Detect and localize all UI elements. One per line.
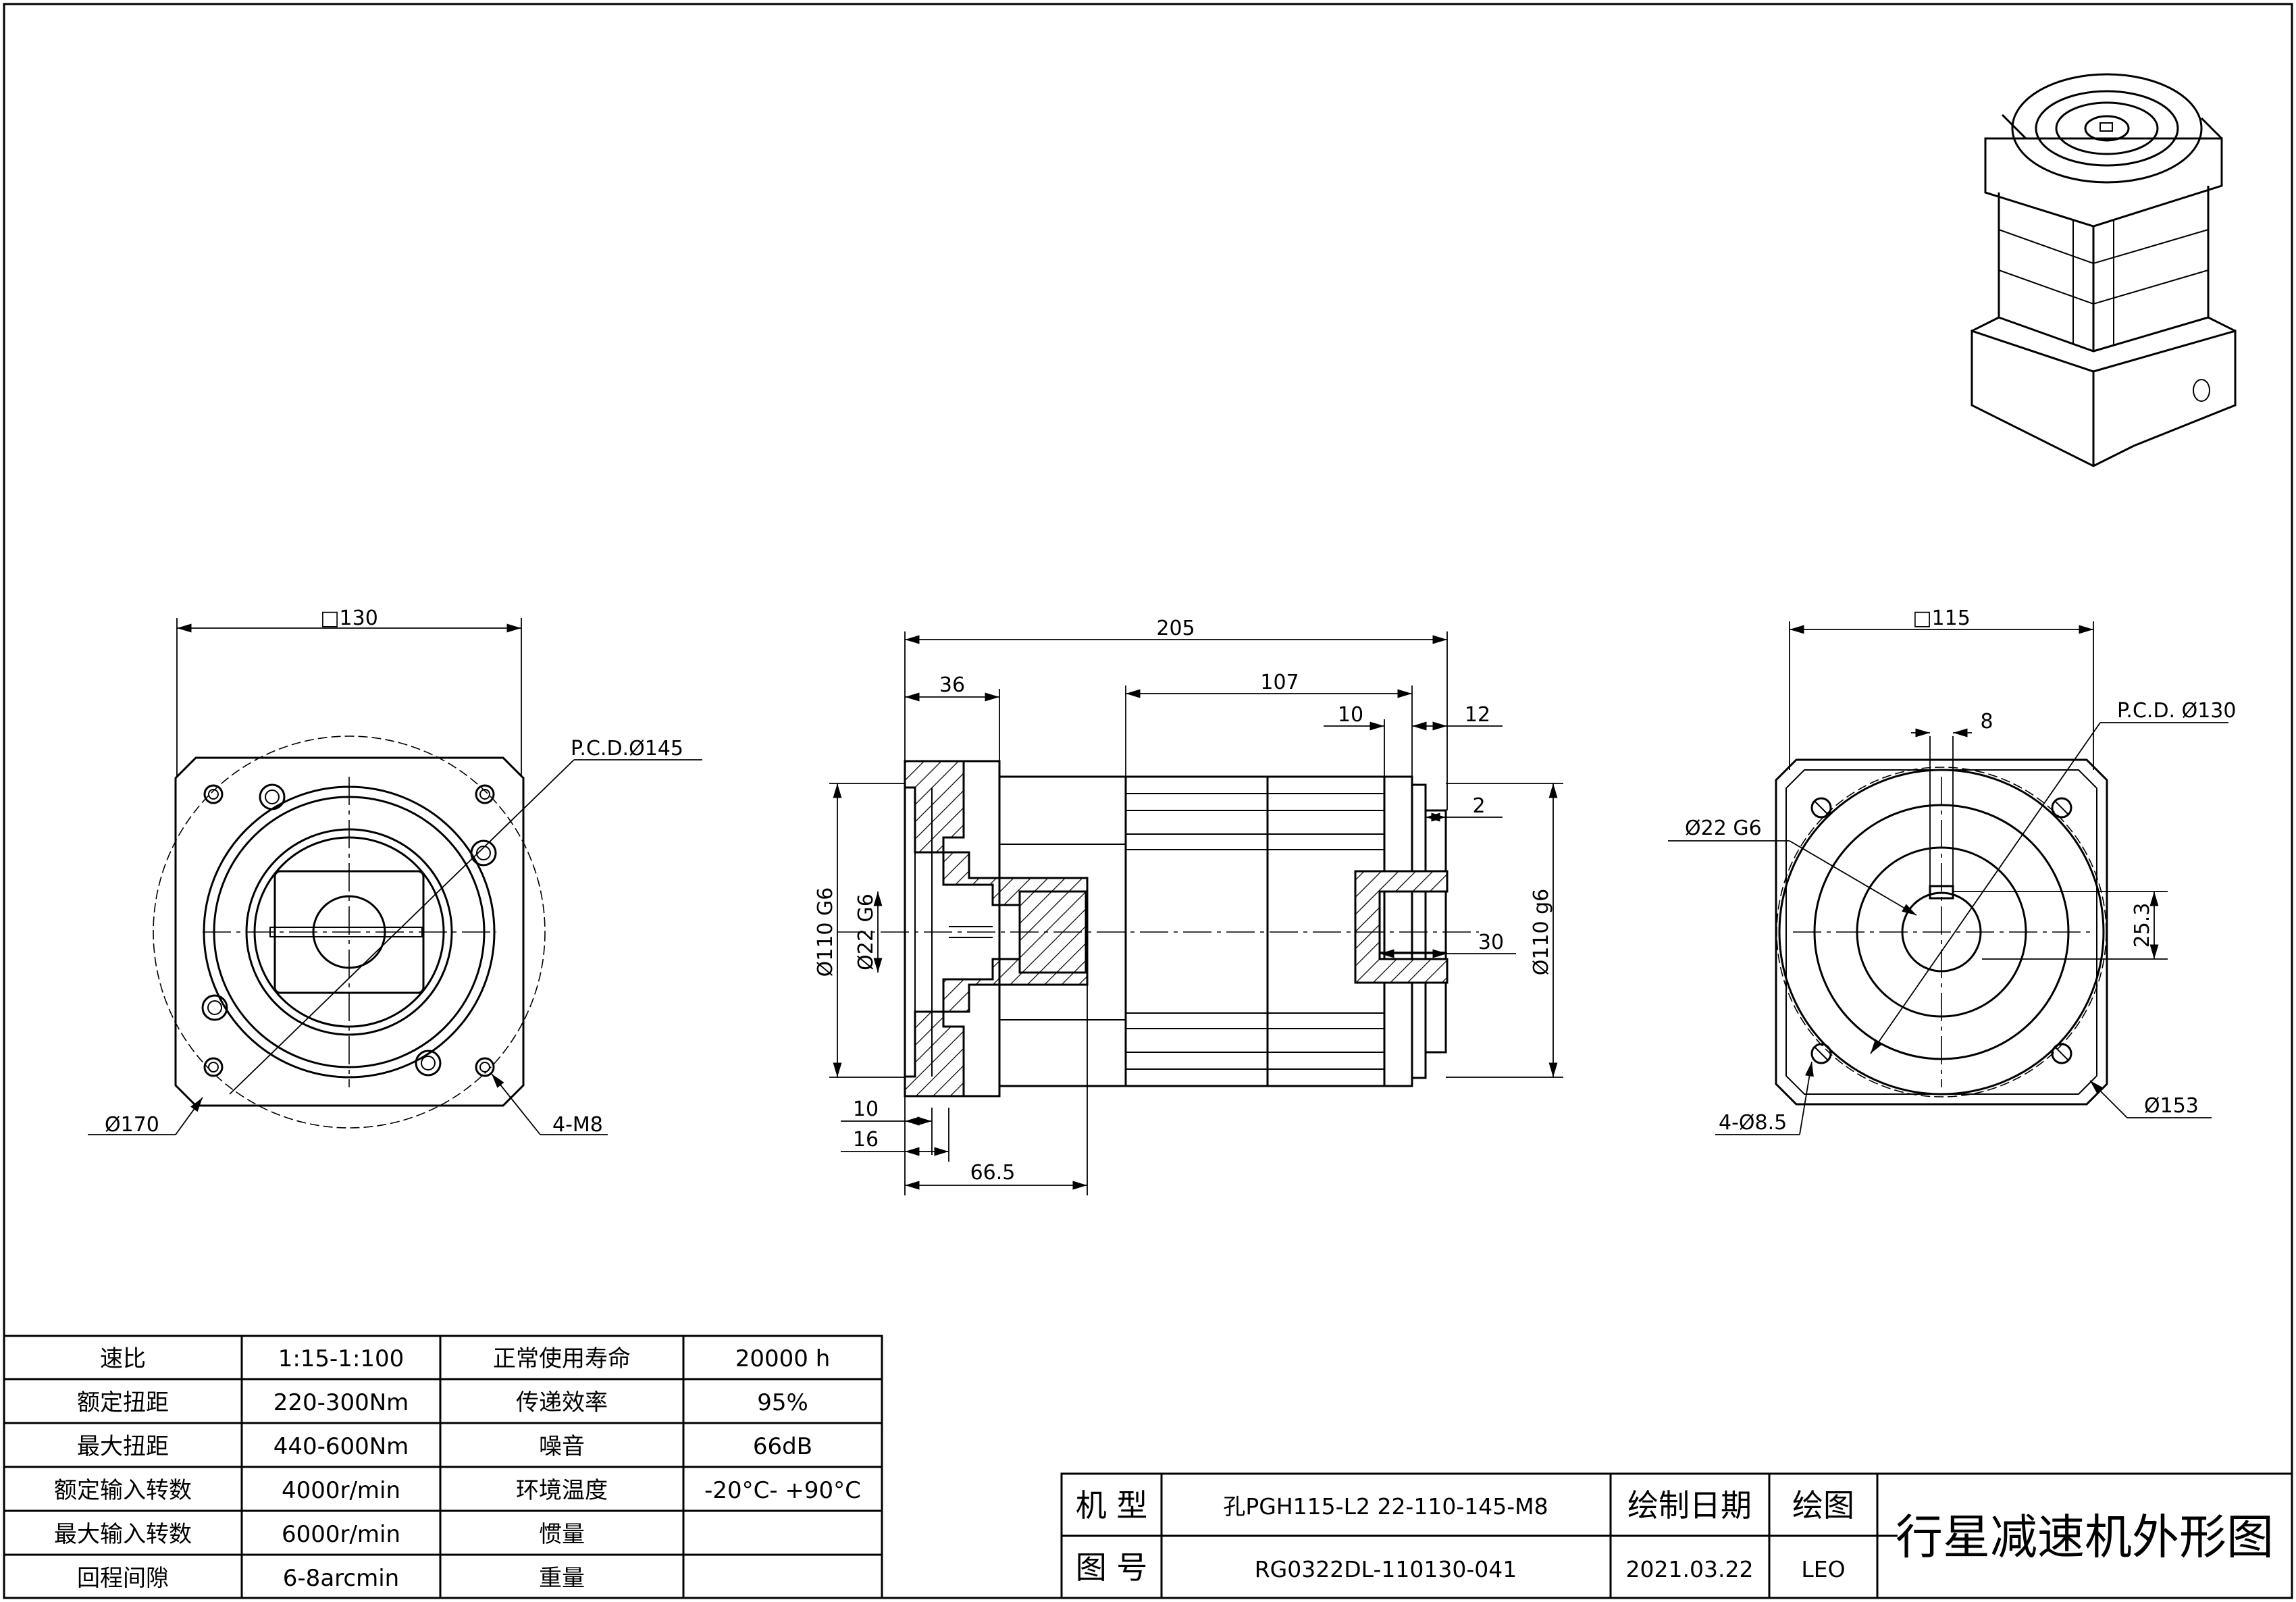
- mount-hole-icon: [1810, 1043, 1832, 1064]
- date-value: 2021.03.22: [1626, 1556, 1754, 1582]
- spec-value-ratio: 1:15-1:100: [278, 1345, 405, 1372]
- side-flange-section-bottom: [904, 1010, 965, 1097]
- front-mount-holes: [201, 783, 497, 1077]
- spec-value-noise: 66dB: [753, 1433, 812, 1460]
- side-input-depth: 66.5: [970, 1161, 1016, 1185]
- spec-label-max-torque: 最大扭距: [77, 1433, 169, 1460]
- spec-label-noise: 噪音: [539, 1433, 585, 1460]
- front-flange-outline: [174, 756, 525, 1107]
- side-step-12: 12: [1465, 703, 1490, 727]
- side-overall-length: 205: [1156, 617, 1195, 640]
- spec-value-max-torque: 440-600Nm: [273, 1433, 409, 1460]
- spec-label-life: 正常使用寿命: [493, 1345, 631, 1372]
- mount-hole-icon: [203, 784, 224, 804]
- iso-side-hole: [2193, 379, 2210, 402]
- rear-key-height: 25.3: [2131, 903, 2154, 948]
- date-label: 绘制日期: [1627, 1487, 1752, 1524]
- front-outer-dia: Ø170: [105, 1113, 159, 1137]
- spec-value-efficiency: 95%: [757, 1389, 808, 1416]
- side-body-length: 107: [1260, 671, 1299, 694]
- side-view: 205 36 107 10 12 2 Ø110 G6 Ø22 G6 Ø110 g…: [814, 617, 1563, 1195]
- drawer-value: LEO: [1801, 1556, 1845, 1582]
- spec-value-rated-speed: 4000r/min: [282, 1477, 400, 1504]
- mount-hole-icon: [2051, 1043, 2072, 1064]
- isometric-view: [1971, 73, 2237, 467]
- spec-label-rated-speed: 额定输入转数: [54, 1477, 192, 1504]
- rear-pcd-circle: [1776, 767, 2107, 1097]
- front-mount-holes-dim: 4-M8: [552, 1113, 603, 1137]
- drawing-no-label: 图 号: [1076, 1549, 1148, 1586]
- side-flange-section-top: [904, 760, 965, 854]
- model-value: 孔PGH115-L2 22-110-145-M8: [1223, 1493, 1548, 1520]
- side-step-2: 2: [1472, 794, 1485, 818]
- side-step-10: 10: [1338, 703, 1363, 727]
- spec-label-efficiency: 传递效率: [516, 1389, 608, 1416]
- spec-table: 速比 1:15-1:100 正常使用寿命 20000 h 额定扭距 220-30…: [3, 1335, 883, 1599]
- rear-view: □115 8 P.C.D. Ø130 Ø22 G6 25.3 4-Ø8.5 Ø1…: [1668, 606, 2236, 1135]
- mount-hole-icon: [1810, 797, 1832, 819]
- spec-label-ratio: 速比: [100, 1345, 146, 1372]
- spec-label-rated-torque: 额定扭距: [77, 1389, 169, 1416]
- front-pcd-circle: [153, 735, 546, 1129]
- spec-label-backlash: 回程间隙: [77, 1565, 169, 1592]
- rear-outer-circle: [1778, 769, 2105, 1095]
- model-label: 机 型: [1076, 1487, 1148, 1524]
- mount-hole-icon: [203, 1057, 224, 1077]
- iso-top-flange: [2011, 73, 2203, 184]
- iso-output-shaft: [2084, 115, 2130, 142]
- rear-pcd-dim: P.C.D. Ø130: [2117, 699, 2236, 723]
- front-view: □130 P.C.D.Ø145 Ø170 4-M8: [88, 606, 702, 1137]
- spec-value-rated-torque: 220-300Nm: [273, 1389, 409, 1416]
- drawer-label: 绘图: [1792, 1487, 1854, 1524]
- side-output-pilot: Ø110 g6: [1530, 889, 1553, 976]
- side-shaft-length: 30: [1478, 931, 1504, 954]
- side-left-10: 10: [853, 1097, 879, 1121]
- rear-key-width: 8: [1980, 710, 1993, 733]
- side-shaft-bore: Ø22 G6: [854, 894, 878, 971]
- spec-value-backlash: 6-8arcmin: [283, 1565, 399, 1592]
- spec-value-life: 20000 h: [735, 1345, 831, 1372]
- iso-body: [1998, 186, 2210, 353]
- side-input-bore: Ø110 G6: [814, 887, 837, 977]
- spec-value-temperature: -20°C- +90°C: [704, 1477, 861, 1504]
- side-left-16: 16: [853, 1128, 879, 1152]
- rear-bore-dim: Ø22 G6: [1685, 817, 1762, 840]
- rear-outer-dia: Ø153: [2144, 1094, 2199, 1118]
- rear-mount-holes: [1810, 797, 2072, 1064]
- spec-label-temperature: 环境温度: [516, 1477, 608, 1504]
- mount-hole-icon: [475, 784, 495, 804]
- rear-square-dim: □115: [1912, 606, 1971, 630]
- spec-label-inertia: 惯量: [539, 1521, 585, 1548]
- mount-hole-icon: [2051, 797, 2072, 819]
- side-output-shaft-section: [1354, 870, 1449, 984]
- title-block: 机 型 孔PGH115-L2 22-110-145-M8 图 号 RG0322D…: [1060, 1472, 2293, 1599]
- mount-hole-icon: [475, 1057, 495, 1077]
- spec-value-max-speed: 6000r/min: [282, 1521, 400, 1548]
- side-flange-length: 36: [939, 673, 965, 697]
- drawing-no-value: RG0322DL-110130-041: [1255, 1556, 1517, 1582]
- spec-label-weight: 重量: [539, 1565, 585, 1592]
- front-pcd-dim: P.C.D.Ø145: [571, 737, 683, 760]
- front-square-dim: □130: [320, 606, 378, 630]
- spec-label-max-speed: 最大输入转数: [54, 1521, 192, 1548]
- rear-mount-holes-dim: 4-Ø8.5: [1719, 1111, 1787, 1135]
- drawing-title: 行星减速机外形图: [1896, 1509, 2274, 1565]
